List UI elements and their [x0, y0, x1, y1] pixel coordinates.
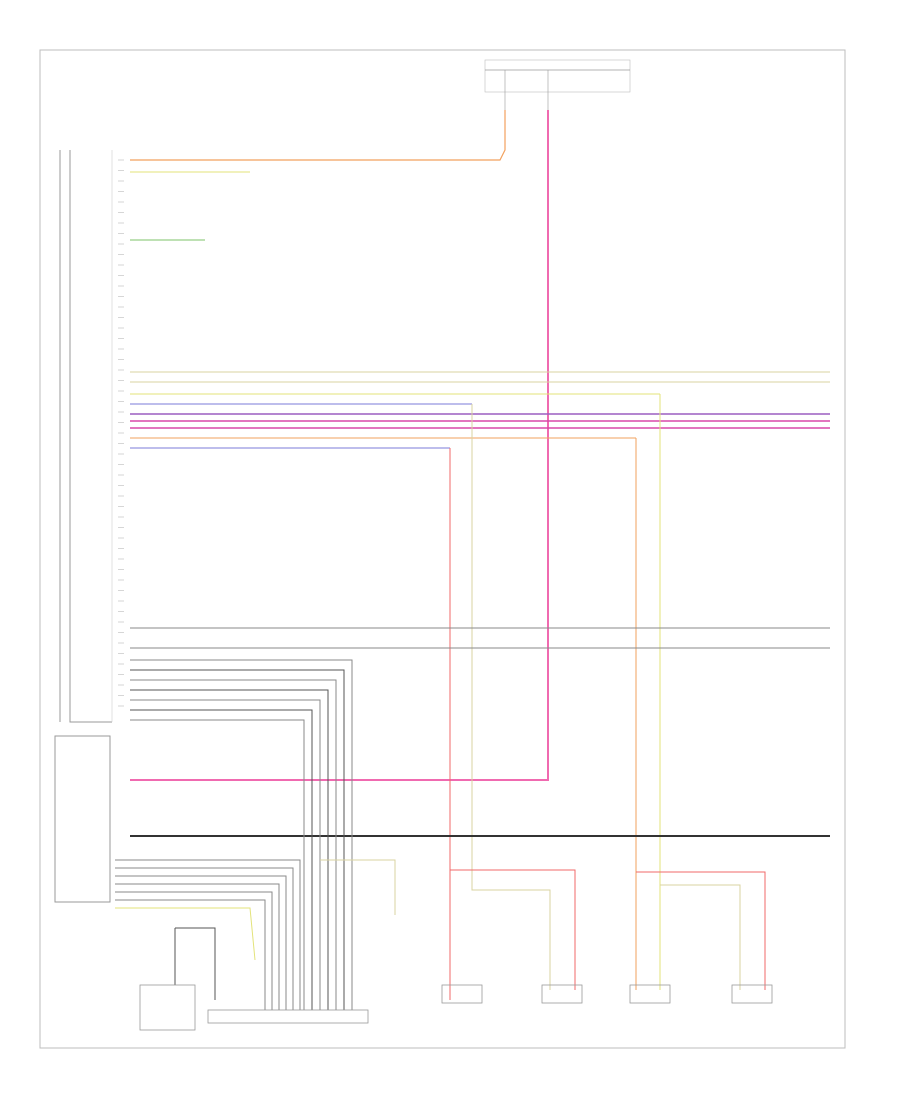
wire-ground-loop — [175, 927, 216, 1000]
wire-lower-bundle-1 — [115, 859, 301, 1010]
wire-lower-bundle-6 — [115, 899, 266, 1010]
head-unit-module — [59, 150, 113, 723]
wire-lower-bundle-5 — [115, 891, 273, 1010]
speaker-4 — [731, 984, 773, 1004]
wire-lower-bundle-3 — [115, 875, 287, 1010]
wire-bundle-6 — [130, 709, 313, 1010]
wire-tan-lower — [320, 859, 396, 915]
wire-bundle-5 — [130, 699, 321, 1010]
ground-block — [139, 984, 196, 1031]
speaker-1 — [441, 984, 483, 1004]
wire-bundle-7 — [130, 719, 305, 1010]
connector-block — [207, 1009, 369, 1024]
wire-bundle-2 — [130, 669, 345, 1010]
wire-bundle-3 — [130, 679, 337, 1010]
wire-orange-top — [130, 110, 506, 161]
wire-lower-bundle-4 — [115, 883, 280, 1010]
speaker-2 — [541, 984, 583, 1004]
wire-drop-red-3 — [636, 871, 766, 990]
wire-runs — [115, 110, 830, 1010]
wire-lower-bundle-2 — [115, 867, 294, 1010]
wire-drop-tan-1 — [471, 404, 551, 990]
lower-module — [54, 735, 111, 903]
wire-drop-red-2 — [450, 869, 576, 990]
wire-bundle-1 — [130, 659, 353, 1010]
connector-pins — [118, 159, 124, 707]
speaker-3 — [629, 984, 671, 1004]
fuse-block — [484, 59, 631, 130]
speaker-group — [441, 984, 773, 1004]
page-frame — [39, 49, 846, 1049]
wire-pink-main — [130, 110, 549, 781]
wire-yellow-lower — [115, 907, 256, 961]
wire-drop-tan-2 — [660, 884, 741, 990]
wire-bundle-4 — [130, 689, 329, 1010]
